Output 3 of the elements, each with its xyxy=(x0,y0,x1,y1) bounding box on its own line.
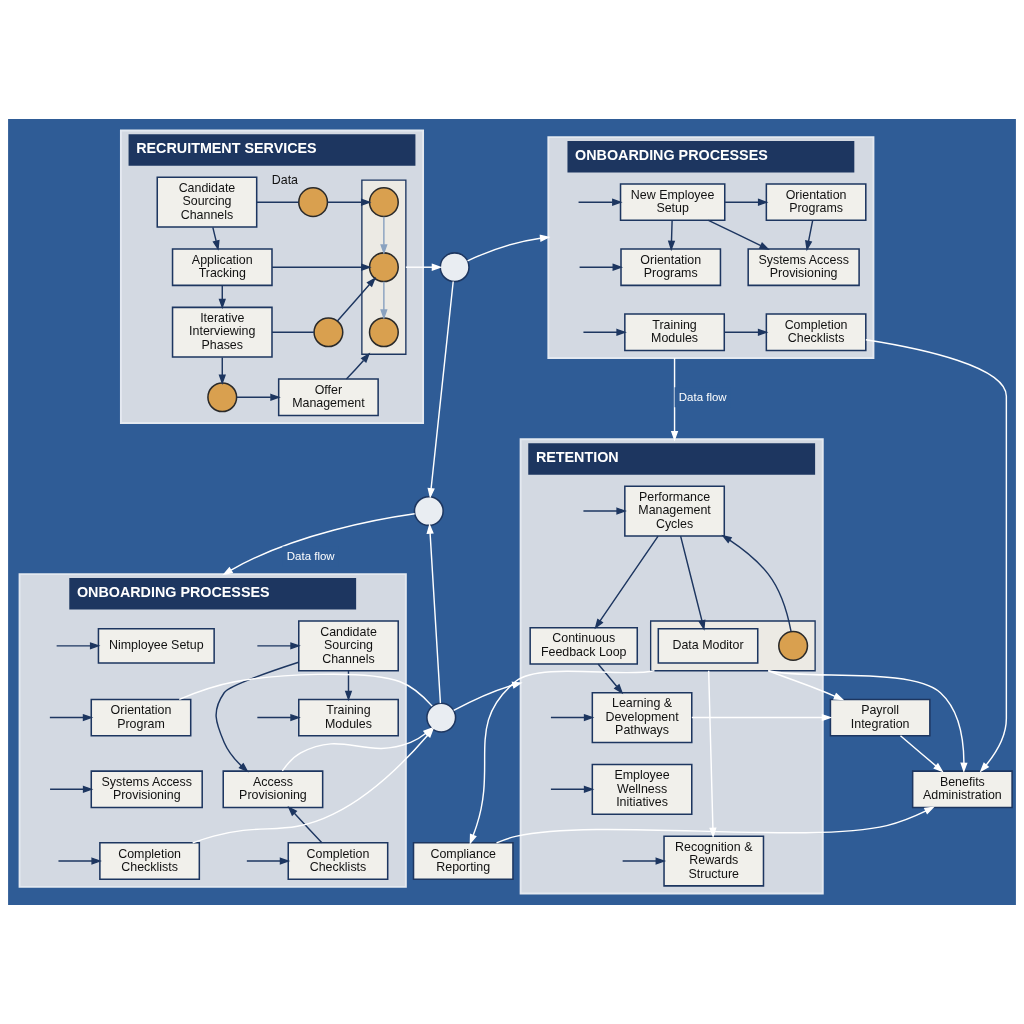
edge-label: Data flow xyxy=(678,390,727,403)
node-label: Data xyxy=(271,173,299,188)
edge-label: Data flow xyxy=(286,549,335,562)
